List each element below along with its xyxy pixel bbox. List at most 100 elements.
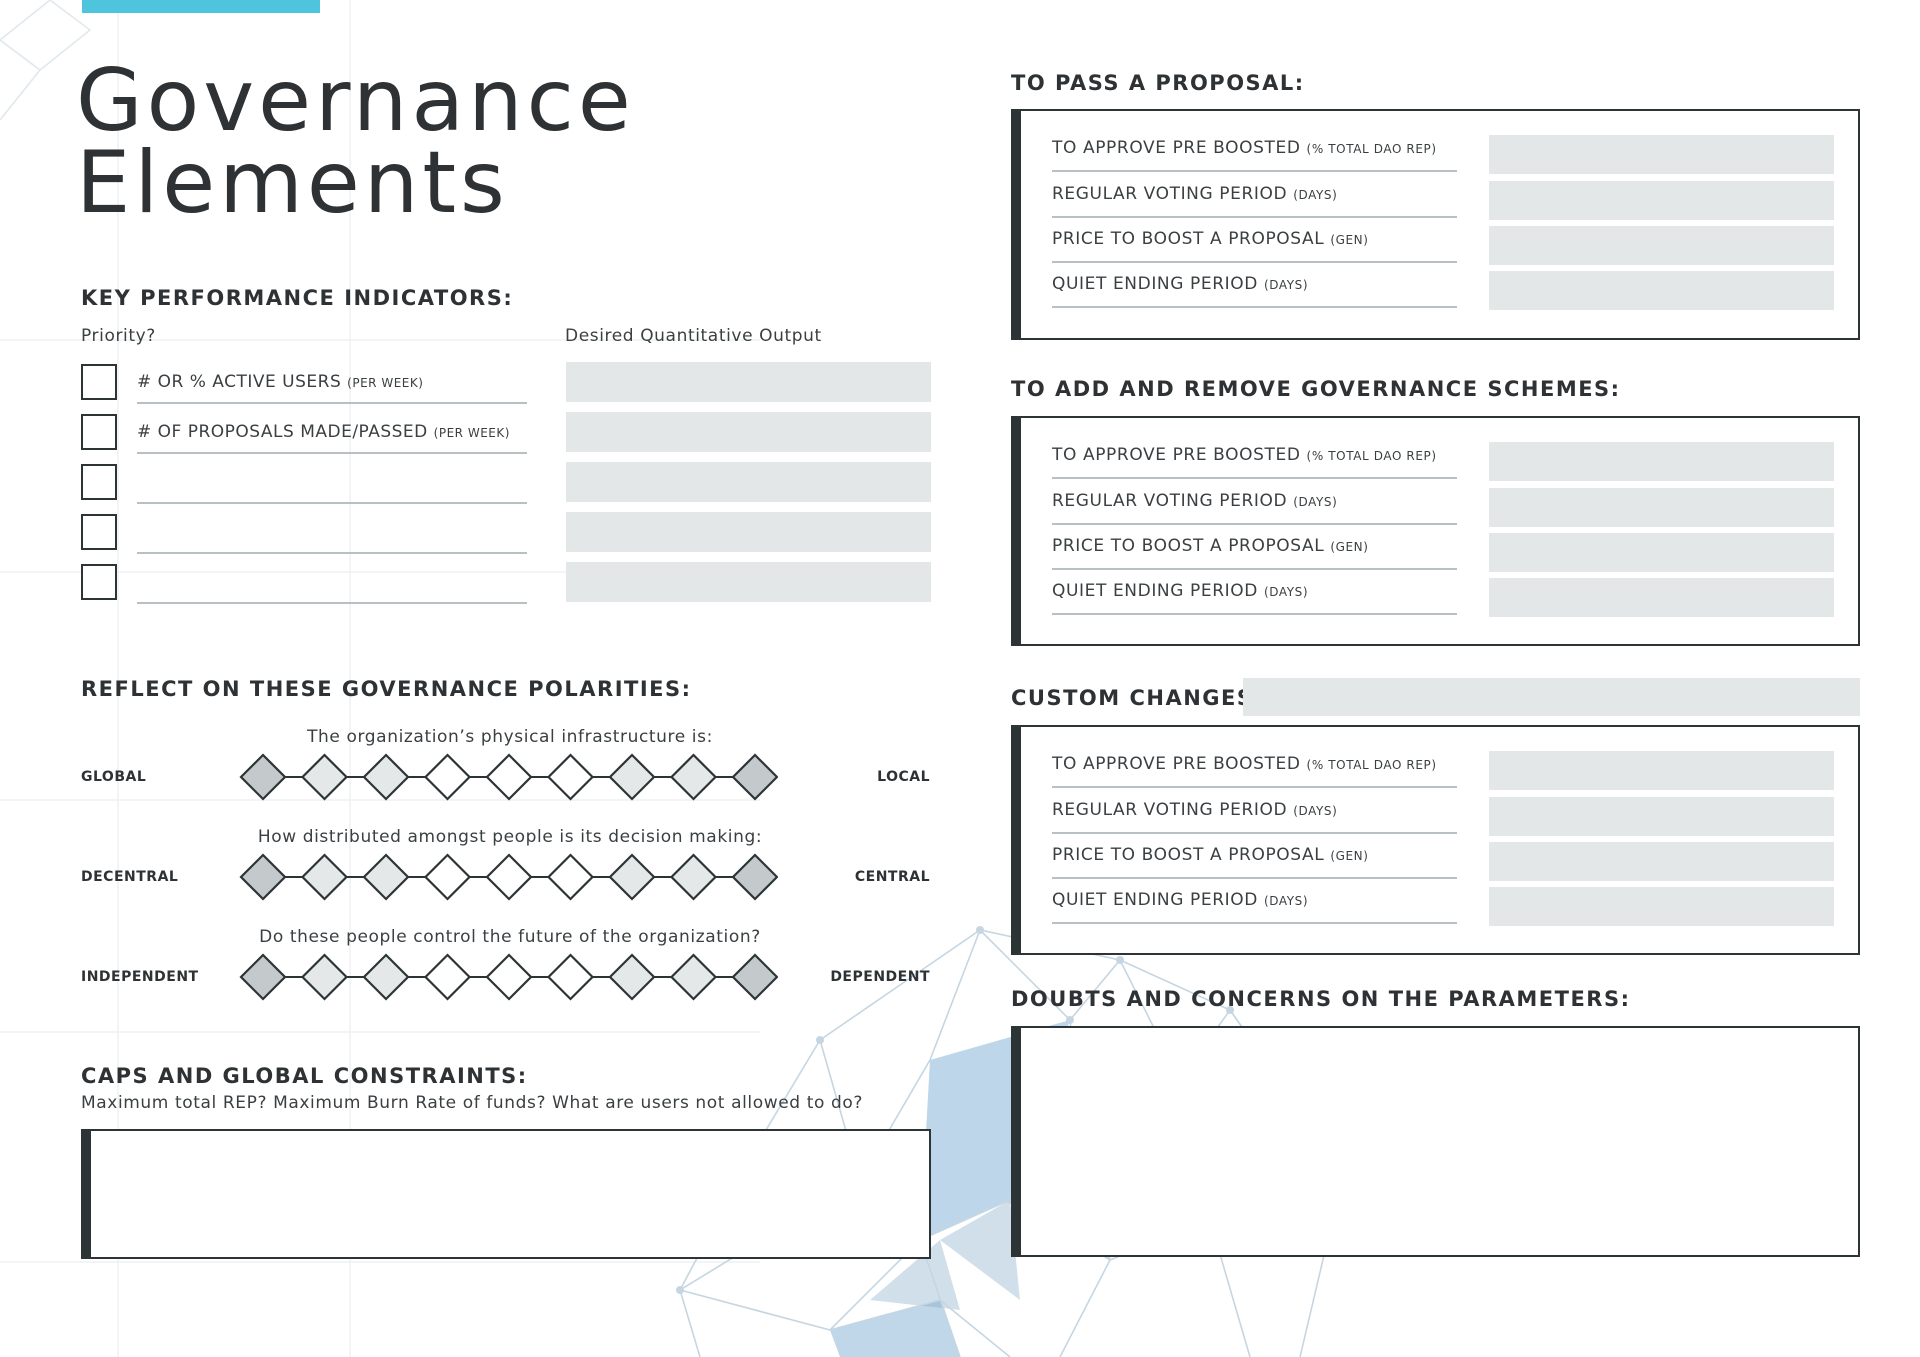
doubts-heading: DOUBTS AND CONCERNS ON THE PARAMETERS: bbox=[1011, 987, 1631, 1011]
polarity-diamond[interactable] bbox=[546, 953, 595, 1001]
polarity-diamond[interactable] bbox=[300, 753, 349, 801]
kpi-output-field[interactable] bbox=[566, 512, 931, 552]
pass-proposal-heading: TO PASS A PROPOSAL: bbox=[1011, 71, 1305, 95]
polarity-diamond[interactable] bbox=[608, 853, 656, 901]
polarity-diamond[interactable] bbox=[423, 853, 472, 901]
polarity-question: Do these people control the future of th… bbox=[259, 927, 761, 947]
param-value-field[interactable] bbox=[1489, 271, 1834, 310]
schemes-heading: TO ADD AND REMOVE GOVERNANCE SCHEMES: bbox=[1011, 377, 1621, 401]
polarity-diamond[interactable] bbox=[546, 753, 595, 801]
param-text: QUIET ENDING PERIOD bbox=[1052, 890, 1258, 910]
param-underline bbox=[1052, 170, 1457, 172]
polarity-diamond[interactable] bbox=[731, 753, 778, 801]
custom-changes-field[interactable] bbox=[1243, 678, 1860, 716]
kpi-output-field[interactable] bbox=[566, 562, 931, 602]
doubts-answer-box[interactable] bbox=[1011, 1026, 1860, 1257]
param-label: QUIET ENDING PERIOD (DAYS) bbox=[1052, 890, 1308, 910]
kpi-row-underline bbox=[137, 502, 527, 504]
caps-heading: CAPS AND GLOBAL CONSTRAINTS: bbox=[81, 1064, 528, 1088]
param-unit: (DAYS) bbox=[1263, 278, 1309, 292]
kpi-priority-checkbox[interactable] bbox=[81, 514, 117, 550]
param-value-field[interactable] bbox=[1489, 887, 1834, 926]
kpi-output-field[interactable] bbox=[566, 362, 931, 402]
param-underline bbox=[1052, 877, 1457, 879]
param-text: QUIET ENDING PERIOD bbox=[1052, 581, 1258, 601]
polarity-right-label: LOCAL bbox=[877, 769, 930, 785]
polarity-right-label: CENTRAL bbox=[854, 869, 930, 885]
polarity-diamond[interactable] bbox=[423, 953, 472, 1001]
param-value-field[interactable] bbox=[1489, 442, 1834, 481]
param-value-field[interactable] bbox=[1489, 842, 1834, 881]
param-label: QUIET ENDING PERIOD (DAYS) bbox=[1052, 581, 1308, 601]
caps-answer-box[interactable] bbox=[81, 1129, 931, 1259]
polarity-scale bbox=[239, 953, 778, 1001]
polarity-diamond[interactable] bbox=[731, 953, 778, 1001]
polarity-diamond[interactable] bbox=[239, 753, 287, 801]
pass-proposal-box: TO APPROVE PRE BOOSTED (% TOTAL DAO REP)… bbox=[1011, 109, 1860, 340]
polarity-diamond[interactable] bbox=[423, 753, 472, 801]
kpi-output-label: Desired Quantitative Output bbox=[565, 326, 822, 346]
polarity-diamond[interactable] bbox=[546, 853, 595, 901]
title-line-2: Elements bbox=[76, 133, 509, 233]
param-text: TO APPROVE PRE BOOSTED bbox=[1052, 754, 1301, 774]
polarity-left-label: DECENTRAL bbox=[81, 869, 179, 885]
param-unit: (DAYS) bbox=[1263, 585, 1309, 599]
kpi-priority-checkbox[interactable] bbox=[81, 464, 117, 500]
param-label: TO APPROVE PRE BOOSTED (% TOTAL DAO REP) bbox=[1052, 445, 1437, 465]
polarity-left-label: GLOBAL bbox=[81, 769, 147, 785]
param-text: PRICE TO BOOST A PROPOSAL bbox=[1052, 845, 1325, 865]
param-underline bbox=[1052, 568, 1457, 570]
polarity-diamond[interactable] bbox=[669, 753, 718, 801]
kpi-row-label: # OR % ACTIVE USERS (PER WEEK) bbox=[137, 372, 423, 392]
polarity-diamond[interactable] bbox=[362, 953, 410, 1001]
kpi-priority-checkbox[interactable] bbox=[81, 414, 117, 450]
polarity-diamond[interactable] bbox=[239, 853, 287, 901]
kpi-output-field[interactable] bbox=[566, 462, 931, 502]
kpi-row-underline bbox=[137, 402, 527, 404]
param-label: REGULAR VOTING PERIOD (DAYS) bbox=[1052, 184, 1337, 204]
kpi-row-label: # OF PROPOSALS MADE/PASSED (PER WEEK) bbox=[137, 422, 510, 442]
param-unit: (% TOTAL DAO REP) bbox=[1306, 142, 1437, 156]
polarity-diamond[interactable] bbox=[608, 953, 656, 1001]
polarity-diamond[interactable] bbox=[362, 853, 410, 901]
polarity-scale bbox=[239, 753, 778, 801]
param-underline bbox=[1052, 261, 1457, 263]
polarity-diamond[interactable] bbox=[300, 853, 349, 901]
param-text: REGULAR VOTING PERIOD bbox=[1052, 184, 1288, 204]
param-unit: (GEN) bbox=[1330, 849, 1369, 863]
polarity-diamond[interactable] bbox=[485, 753, 533, 801]
polarity-diamond[interactable] bbox=[485, 853, 533, 901]
param-value-field[interactable] bbox=[1489, 578, 1834, 617]
param-label: PRICE TO BOOST A PROPOSAL (GEN) bbox=[1052, 536, 1369, 556]
polarity-diamond[interactable] bbox=[239, 953, 287, 1001]
kpi-priority-checkbox[interactable] bbox=[81, 564, 117, 600]
kpi-priority-checkbox[interactable] bbox=[81, 364, 117, 400]
custom-box: TO APPROVE PRE BOOSTED (% TOTAL DAO REP)… bbox=[1011, 725, 1860, 955]
polarity-diamond[interactable] bbox=[608, 753, 656, 801]
param-value-field[interactable] bbox=[1489, 488, 1834, 527]
param-value-field[interactable] bbox=[1489, 533, 1834, 572]
param-value-field[interactable] bbox=[1489, 135, 1834, 174]
param-unit: (% TOTAL DAO REP) bbox=[1306, 758, 1437, 772]
polarity-diamond[interactable] bbox=[300, 953, 349, 1001]
param-underline bbox=[1052, 216, 1457, 218]
param-value-field[interactable] bbox=[1489, 751, 1834, 790]
param-value-field[interactable] bbox=[1489, 181, 1834, 220]
param-underline bbox=[1052, 922, 1457, 924]
param-unit: (% TOTAL DAO REP) bbox=[1306, 449, 1437, 463]
param-unit: (DAYS) bbox=[1293, 804, 1338, 818]
polarity-question: How distributed amongst people is its de… bbox=[257, 827, 763, 847]
polarity-diamond[interactable] bbox=[669, 853, 718, 901]
param-value-field[interactable] bbox=[1489, 797, 1834, 836]
param-underline bbox=[1052, 786, 1457, 788]
param-label: TO APPROVE PRE BOOSTED (% TOTAL DAO REP) bbox=[1052, 754, 1437, 774]
param-value-field[interactable] bbox=[1489, 226, 1834, 265]
param-unit: (DAYS) bbox=[1293, 495, 1338, 509]
polarity-diamond[interactable] bbox=[731, 853, 778, 901]
polarity-diamond[interactable] bbox=[485, 953, 533, 1001]
kpi-output-field[interactable] bbox=[566, 412, 931, 452]
param-unit: (GEN) bbox=[1330, 540, 1369, 554]
polarity-diamond[interactable] bbox=[362, 753, 410, 801]
polarity-diamond[interactable] bbox=[669, 953, 718, 1001]
param-underline bbox=[1052, 523, 1457, 525]
